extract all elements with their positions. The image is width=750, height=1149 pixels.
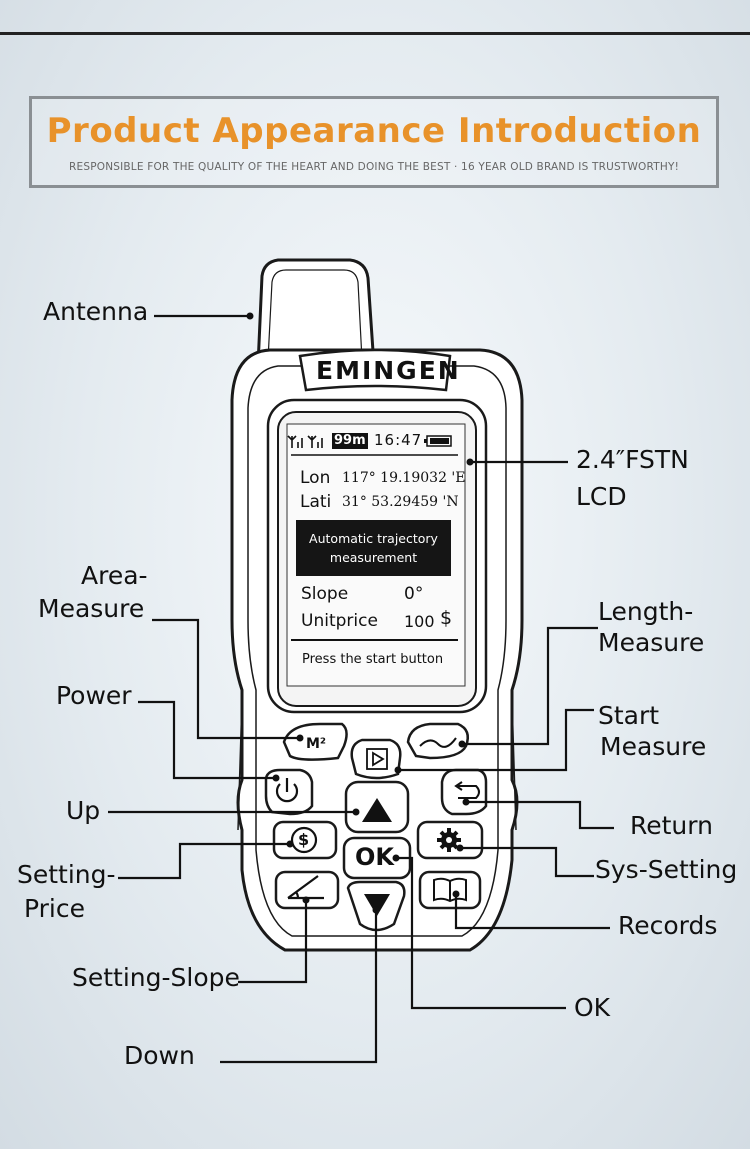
page-subtitle: RESPONSIBLE FOR THE QUALITY OF THE HEART… <box>69 161 679 173</box>
longitude-label: Lon <box>300 468 331 488</box>
slope-value: 0° <box>404 584 424 604</box>
header-banner: Product Appearance Introduction RESPONSI… <box>29 96 719 188</box>
price-label: Unitprice <box>301 611 378 631</box>
label-up: Up <box>66 796 101 825</box>
label-length-line2: Measure <box>598 628 705 657</box>
latitude-value: 31° 53.29459 'N <box>342 494 459 510</box>
label-antenna: Antenna <box>43 297 149 326</box>
label-ok: OK <box>574 993 611 1022</box>
label-start-line2: Measure <box>600 732 707 761</box>
mode-line1: Automatic trajectory <box>309 531 438 546</box>
page-title: Product Appearance Introduction <box>46 111 702 151</box>
brand-name: EMINGEN <box>316 356 461 385</box>
area-key-label[interactable]: M² <box>306 736 327 752</box>
top-rule <box>0 32 750 35</box>
label-slope: Setting-Slope <box>72 963 240 992</box>
time-readout: 16:47 <box>374 431 423 449</box>
altitude-readout: 99m <box>334 433 366 448</box>
label-power: Power <box>56 681 132 710</box>
ok-key-label[interactable]: OK <box>355 843 394 871</box>
label-price-line1: Setting- <box>17 860 116 889</box>
label-price-line2: Price <box>24 894 85 923</box>
mode-banner: Automatic trajectory measurement <box>296 520 451 576</box>
slope-label: Slope <box>301 584 349 604</box>
label-length-line1: Length- <box>598 597 694 626</box>
screen-hint: Press the start button <box>302 652 444 667</box>
label-down: Down <box>124 1041 195 1070</box>
label-sys-setting: Sys-Setting <box>595 855 738 884</box>
label-return: Return <box>630 811 713 840</box>
label-start-line1: Start <box>598 701 660 730</box>
label-area-line1: Area- <box>81 561 148 590</box>
longitude-value: 117° 19.19032 'E <box>342 470 466 486</box>
label-lcd-line1: 2.4″FSTN <box>576 445 689 474</box>
price-value: 100 <box>404 612 435 631</box>
price-unit: $ <box>440 607 453 629</box>
label-records: Records <box>618 911 718 940</box>
label-area-line2: Measure <box>38 594 145 623</box>
price-key-icon[interactable]: $ <box>298 830 310 849</box>
label-lcd-line2: LCD <box>576 482 627 511</box>
latitude-label: Lati <box>300 492 332 512</box>
mode-line2: measurement <box>329 550 418 565</box>
